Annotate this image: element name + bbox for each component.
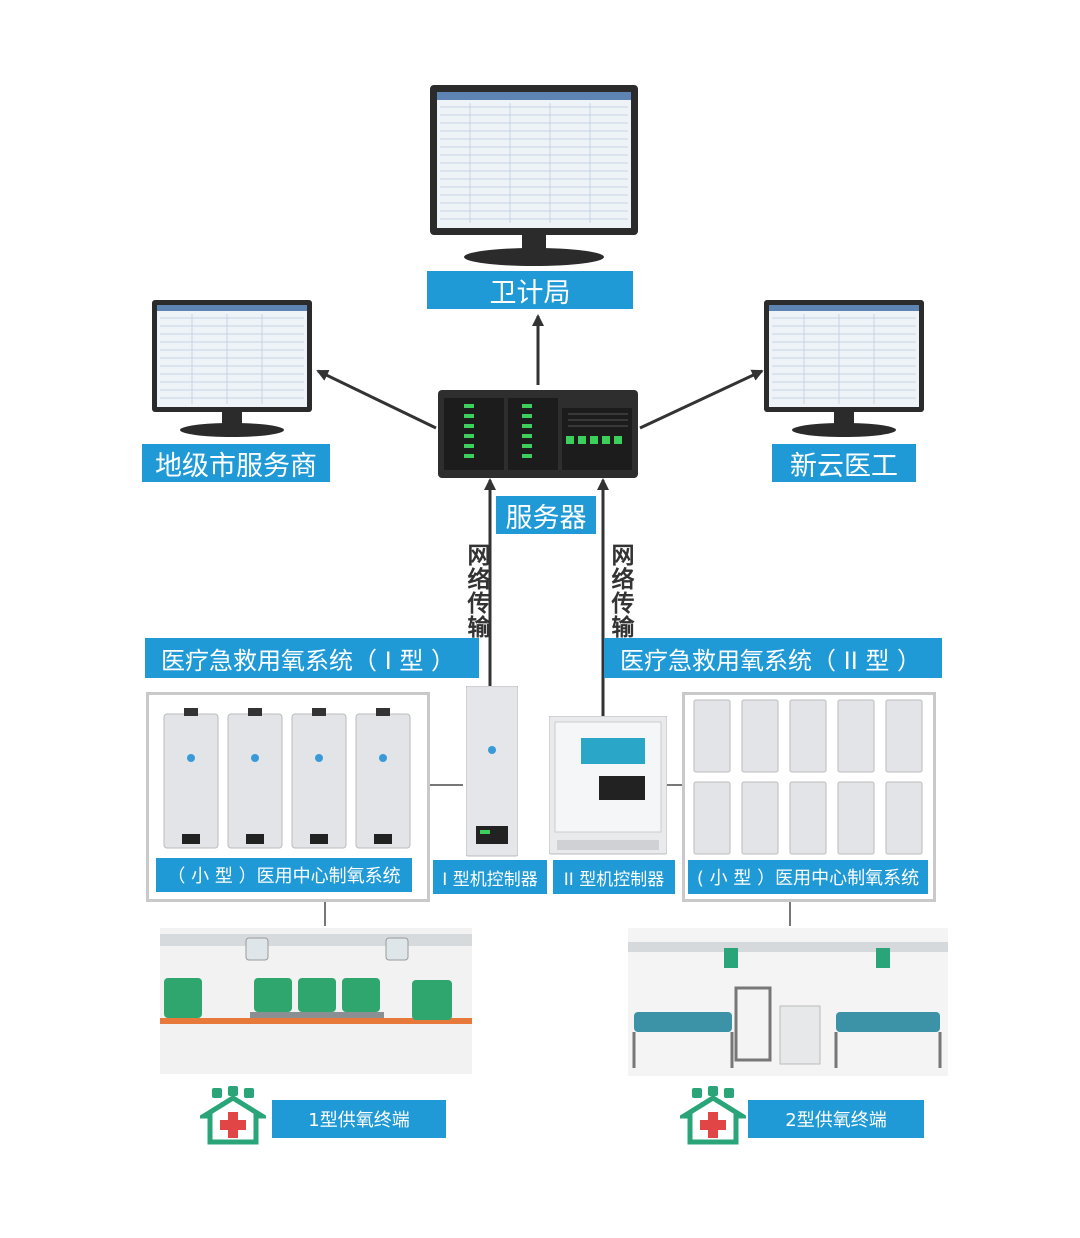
label-city-provider: 地级市服务商 [142,444,330,482]
label-system-type2: 医疗急救用氧系统（ II 型 ） [604,638,942,678]
controller-type1-device [466,686,518,858]
arrow-server-to-city-provider [316,369,437,430]
monitor-xinyun [764,300,924,440]
label-controller-type1: I 型机控制器 [433,860,547,894]
hospital-icon-type1 [200,1086,266,1146]
network-transfer-left-text: 网络传输 [463,543,489,639]
label-server: 服务器 [496,496,596,534]
terminal-scene-type1 [160,928,472,1074]
monitor-city-provider [152,300,312,440]
monitor-health-bureau [430,85,638,267]
label-mini-system-left: （ 小 型 ）医用中心制氧系统 [156,858,412,892]
server-icon [438,390,638,480]
label-system-type1: 医疗急救用氧系统（ I 型 ） [145,638,479,678]
label-controller-type2: II 型机控制器 [553,860,675,894]
label-terminal-type1: 1型供氧终端 [272,1100,446,1138]
label-mini-system-right: ( 小 型 ）医用中心制氧系统 [688,860,928,894]
label-health-bureau: 卫计局 [427,271,633,309]
network-transfer-right-text: 网络传输 [607,543,633,639]
label-xinyun: 新云医工 [772,444,916,482]
oxygen-units-left [160,708,420,853]
hospital-icon-type2 [680,1086,746,1146]
controller-type2-device [549,716,667,856]
arrow-server-to-xinyun [639,369,764,430]
oxygen-units-right [692,696,930,860]
terminal-scene-type2 [628,928,948,1076]
label-terminal-type2: 2型供氧终端 [748,1100,924,1138]
